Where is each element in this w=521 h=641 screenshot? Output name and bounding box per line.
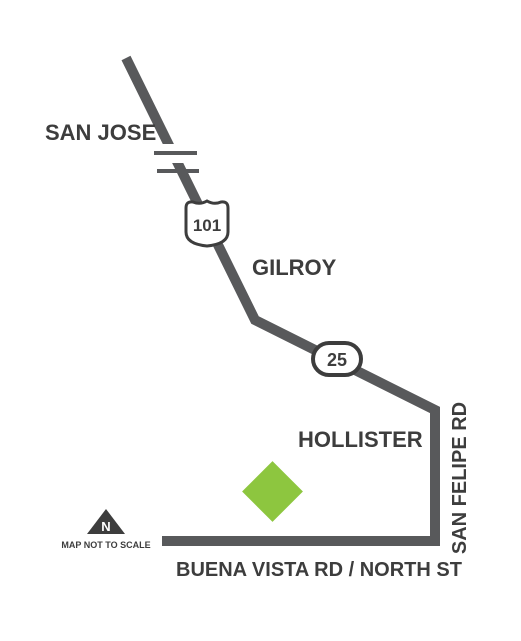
city-label-gilroy: GILROY: [252, 255, 337, 280]
city-label-san-jose: SAN JOSE: [45, 120, 156, 145]
destination-marker-icon: [242, 461, 303, 522]
route-25-label: 25: [327, 350, 347, 370]
city-label-hollister: HOLLISTER: [298, 427, 423, 452]
map-scale-note: MAP NOT TO SCALE: [61, 540, 150, 550]
north-arrow-icon: N: [87, 509, 125, 534]
road-break-marks: [154, 144, 199, 173]
road-label-buena-vista: BUENA VISTA RD / NORTH ST: [176, 559, 462, 581]
us-101-label: 101: [193, 216, 221, 235]
route-25-shield-icon: 25: [311, 341, 363, 377]
route-line: [121, 55, 440, 546]
us-101-shield-icon: 101: [184, 199, 230, 248]
road-label-san-felipe: SAN FELIPE RD: [449, 402, 471, 554]
north-arrow-letter: N: [101, 519, 110, 534]
